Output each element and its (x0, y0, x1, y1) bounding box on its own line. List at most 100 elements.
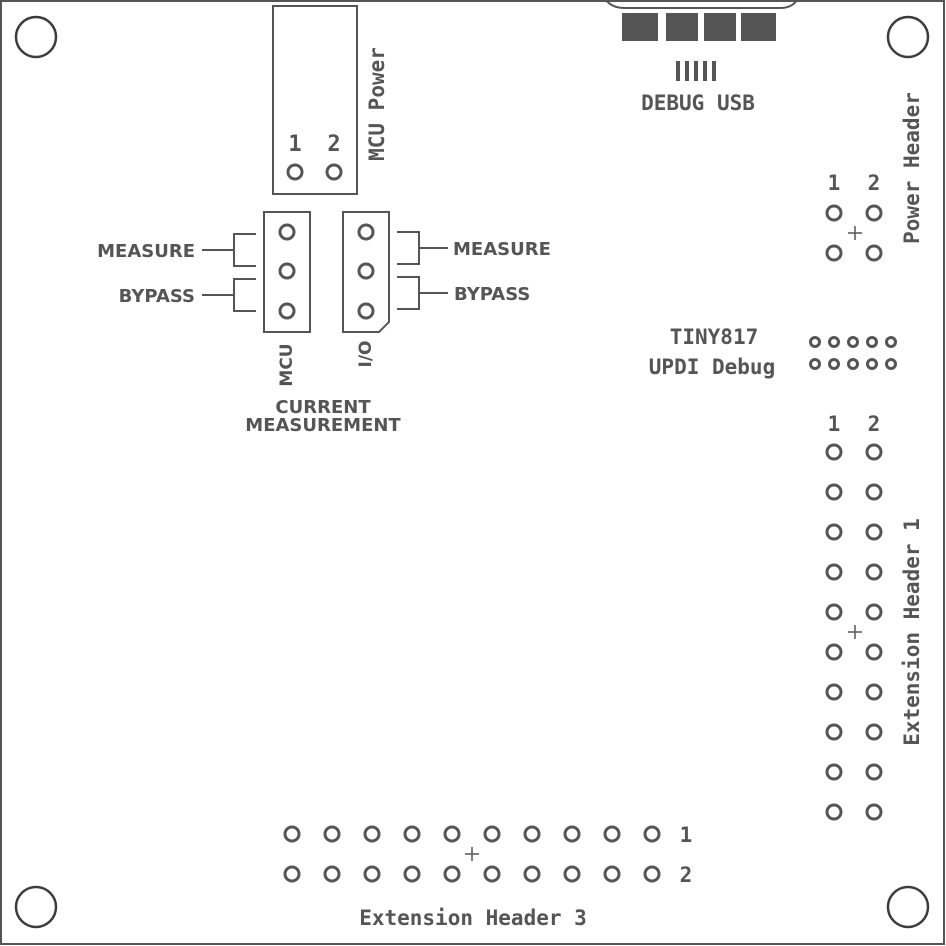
mcu-power-title: MCU Power (365, 47, 389, 161)
mounting-hole-top-left (14, 15, 58, 59)
ext3-pin (323, 865, 341, 883)
ext3-pin (443, 865, 461, 883)
mcu-measure-label: MEASURE (97, 241, 195, 262)
ext1-pin1-label: 1 (828, 412, 841, 436)
power-header-pin (825, 244, 843, 262)
ext1-pin (865, 763, 883, 781)
io-jumper-pin (357, 262, 375, 280)
mcu-jumper-pin (278, 223, 296, 241)
updi-pin (866, 358, 878, 370)
io-measure-bracket (397, 231, 448, 265)
mcu-jumper-outline (263, 211, 311, 333)
ext3-pin1-label: 1 (680, 823, 693, 847)
ext1-pin (825, 643, 843, 661)
power-header-pin (825, 204, 843, 222)
ext3-pin (603, 865, 621, 883)
ext3-pin (603, 825, 621, 843)
ext1-pin (825, 563, 843, 581)
ext3-pin (283, 825, 301, 843)
debug-usb-connector: DEBUG USB (605, 0, 798, 115)
debug-usb-label: DEBUG USB (641, 91, 755, 115)
ext1-pin2-label: 2 (868, 412, 881, 436)
power-header-center-mark (848, 226, 862, 240)
usb-signal-pad (703, 61, 707, 81)
io-current-jumper: MEASURE BYPASS I/O (342, 211, 551, 368)
mcu-bypass-bracket (202, 278, 256, 312)
mounting-hole-top-right (886, 15, 930, 59)
updi-pin (866, 336, 878, 348)
mcu-measure-bracket (202, 233, 256, 267)
ext3-pin (483, 865, 501, 883)
ext3-pin (523, 825, 541, 843)
extension-header-3: 1 2 Extension Header 3 (283, 823, 693, 930)
updi-pin (885, 336, 897, 348)
updi-debug-line2: UPDI Debug (649, 355, 775, 379)
ext1-pin (865, 723, 883, 741)
ext1-pin (825, 523, 843, 541)
ext3-pin-grid (283, 825, 661, 883)
usb-shield-pad (622, 13, 658, 41)
mounting-hole-bottom-left (14, 885, 58, 929)
usb-signal-pad (685, 61, 689, 81)
ext3-center-mark (465, 847, 479, 861)
ext3-pin (363, 865, 381, 883)
ext3-pin (643, 865, 661, 883)
ext3-title: Extension Header 3 (359, 906, 587, 930)
ext1-pin (825, 763, 843, 781)
usb-signal-pad (676, 61, 680, 81)
ext1-pin (825, 803, 843, 821)
ext3-pin (363, 825, 381, 843)
ext1-pin (865, 483, 883, 501)
updi-pin (809, 336, 821, 348)
io-jumper-pin (357, 302, 375, 320)
updi-pin (809, 358, 821, 370)
io-bypass-bracket (397, 276, 448, 310)
ext1-title: Extension Header 1 (900, 518, 924, 746)
ext3-pin (483, 825, 501, 843)
updi-pin (847, 358, 859, 370)
updi-pin (828, 358, 840, 370)
power-header-pin1-label: 1 (828, 171, 841, 195)
usb-signal-pad (712, 61, 716, 81)
mcu-power-header: 1 2 MCU Power (272, 5, 389, 195)
ext1-pin (865, 443, 883, 461)
updi-pin (828, 336, 840, 348)
io-bypass-label: BYPASS (454, 284, 530, 305)
io-jumper-label: I/O (356, 341, 376, 368)
ext3-pin2-label: 2 (680, 863, 693, 887)
current-measurement-title-line2: MEASUREMENT (245, 415, 401, 436)
mcu-bypass-label: BYPASS (119, 286, 195, 307)
ext1-pin-grid (825, 443, 883, 821)
ext3-pin (643, 825, 661, 843)
mcu-power-outline (272, 5, 358, 195)
ext3-pin (403, 825, 421, 843)
ext1-pin (865, 523, 883, 541)
ext1-pin (825, 683, 843, 701)
usb-signal-pad (694, 61, 698, 81)
io-jumper-outline (342, 211, 390, 333)
ext1-pin (865, 603, 883, 621)
mounting-hole-bottom-right (886, 885, 930, 929)
ext3-pin (563, 825, 581, 843)
mcu-power-pin (325, 163, 343, 181)
ext3-pin (443, 825, 461, 843)
usb-shield-pad (666, 13, 698, 41)
usb-connector-outline (605, 0, 798, 9)
power-header-pin2-label: 2 (868, 171, 881, 195)
io-jumper-pin (357, 223, 375, 241)
updi-pin-grid (809, 336, 897, 370)
ext1-pin (825, 443, 843, 461)
power-header-title: Power Header (900, 92, 924, 244)
updi-debug-line1: TINY817 (670, 325, 759, 349)
mcu-jumper-pin (278, 262, 296, 280)
mcu-current-jumper: MEASURE BYPASS MCU (97, 211, 311, 387)
ext3-pin (563, 865, 581, 883)
mcu-power-pin1-label: 1 (288, 132, 301, 157)
power-header-pin (865, 244, 883, 262)
extension-header-1: 1 2 Extension Header 1 (825, 412, 924, 821)
power-header-pin (865, 204, 883, 222)
ext1-pin (865, 803, 883, 821)
usb-shield-pad (741, 13, 776, 41)
ext1-pin (825, 603, 843, 621)
ext1-center-mark (848, 625, 862, 639)
